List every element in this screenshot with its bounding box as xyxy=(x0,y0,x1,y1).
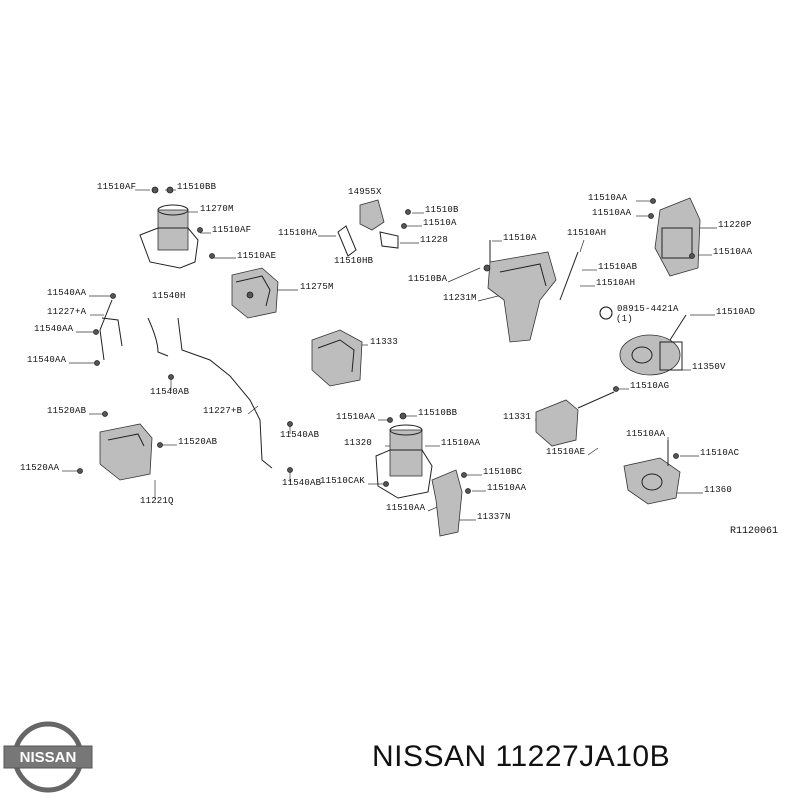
part-label-l37: 11540AB xyxy=(282,478,322,488)
part-label-l42: 11510AA xyxy=(336,412,376,422)
part-label-l26: 11350V xyxy=(692,362,726,372)
part-label-l20: 11510AA xyxy=(592,208,632,218)
part-label-l13: 11510BA xyxy=(408,274,448,284)
part-label-l35: 11227+B xyxy=(203,406,243,416)
mount-11350v xyxy=(599,306,687,376)
part-label-l53: 11510AA xyxy=(626,429,666,439)
part-label-l21: 11220P xyxy=(718,220,752,230)
part-label-l8: 11510B xyxy=(425,205,459,215)
nissan-logo-text: NISSAN xyxy=(20,749,77,766)
part-label-l46: 11510CAK xyxy=(320,476,365,486)
bracket-11333 xyxy=(311,329,363,387)
part-label-l36: 11540AB xyxy=(280,430,320,440)
bracket-11231m xyxy=(483,240,579,343)
part-label-l29: 11540AA xyxy=(47,288,87,298)
part-label-l5: 11510AE xyxy=(237,251,277,261)
part-label-l27: 11510AG xyxy=(630,381,670,391)
wheel-mark-icon xyxy=(599,306,613,320)
part-label-l3: 11270M xyxy=(200,204,234,214)
part-label-l10: 11510HA xyxy=(278,228,318,238)
part-label-l25: 11510AD xyxy=(716,307,756,317)
mount-11270m xyxy=(139,186,203,269)
part-label-l1: 11510AF xyxy=(97,182,137,192)
mount-11320 xyxy=(375,412,433,499)
part-label-l9: 11510A xyxy=(423,218,457,228)
part-label-l43: 11510BB xyxy=(418,408,458,418)
part-label-l47: 11510BC xyxy=(483,467,523,477)
drawing-code: R1120061 xyxy=(730,526,779,537)
part-label-l17: 11510AH xyxy=(596,278,636,288)
part-label-l11: 11228 xyxy=(420,235,449,245)
part-label-l18: 11231M xyxy=(443,293,477,303)
part-label-l40: 11520AA xyxy=(20,463,60,473)
part-label-l48: 11510AA xyxy=(487,483,527,493)
part-label-l6: 11275M xyxy=(300,282,334,292)
part-label-l28: 11333 xyxy=(370,337,399,347)
part-label-l30: 11540H xyxy=(152,291,186,301)
part-label-l41: 11221Q xyxy=(140,496,174,506)
part-label-l44: 11320 xyxy=(344,438,373,448)
part-label-l22: 11510AA xyxy=(713,247,753,257)
part-label-l50: 11337N xyxy=(477,512,511,522)
part-label-l24: (1) xyxy=(616,314,633,324)
part-label-l49: 11510AA xyxy=(386,503,426,513)
part-label-l51: 11331 xyxy=(503,412,532,422)
part-label-l52: 11510AE xyxy=(546,447,586,457)
part-label-l15: 11510AH xyxy=(567,228,607,238)
mount-11360 xyxy=(623,440,681,505)
part-label-l31: 11227+A xyxy=(47,307,87,317)
part-label-l2: 11510BB xyxy=(177,182,217,192)
page-title: NISSAN 11227JA10B xyxy=(372,740,671,773)
engine-mount-diagram xyxy=(62,186,717,537)
hose-assembly xyxy=(93,293,293,473)
part-label-l33: 11540AA xyxy=(27,355,67,365)
part-label-l7: 14955X xyxy=(348,187,382,197)
part-label-l12: 11510HB xyxy=(334,256,374,266)
mount-11220p xyxy=(648,197,701,277)
bracket-11275m xyxy=(209,253,279,319)
part-label-l23: 08915-4421A xyxy=(617,304,679,314)
bracket-14955x xyxy=(337,199,411,257)
part-label-l14: 11510A xyxy=(503,233,537,243)
bracket-11337n xyxy=(431,469,471,537)
part-label-l34: 11540AB xyxy=(150,387,190,397)
part-label-l45: 11510AA xyxy=(441,438,481,448)
part-label-l19: 11510AA xyxy=(588,193,628,203)
nissan-logo-icon: NISSAN xyxy=(3,721,93,793)
part-label-l32: 11540AA xyxy=(34,324,74,334)
part-label-l55: 11360 xyxy=(704,485,733,495)
bracket-11221q xyxy=(77,411,163,481)
part-label-l38: 11520AB xyxy=(47,406,87,416)
bracket-11331 xyxy=(535,386,619,447)
part-label-l54: 11510AC xyxy=(700,448,740,458)
part-label-l16: 11510AB xyxy=(598,262,638,272)
part-label-l4: 11510AF xyxy=(212,225,252,235)
part-label-l39: 11520AB xyxy=(178,437,218,447)
